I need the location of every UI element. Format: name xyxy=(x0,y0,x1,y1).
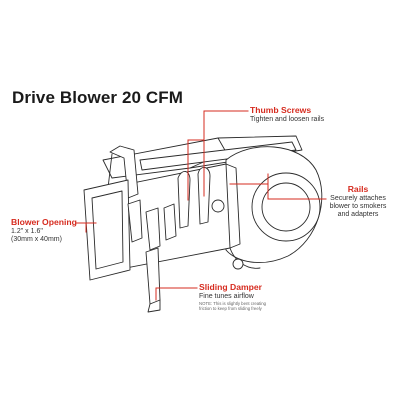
callout-thumb-screws: Thumb Screws Tighten and loosen rails xyxy=(250,105,325,124)
thumb-screws-leader-branch xyxy=(187,139,205,201)
rails-desc-line-2: blower to smokers xyxy=(329,202,387,210)
damper-tab xyxy=(147,299,161,313)
fan-inlet-inner xyxy=(261,182,311,232)
clip-2 xyxy=(145,207,161,251)
rails-desc-line-1: Securely attaches xyxy=(330,194,386,202)
diagram-title: Drive Blower 20 CFM xyxy=(12,88,184,107)
callout-blower-opening: Blower Opening 1.2" x 1.6" (30mm x 40mm) xyxy=(11,217,77,244)
callout-sliding-damper: Sliding Damper Fine tunes airflow NOTE: … xyxy=(199,282,267,312)
blower-opening-desc-line-2: (30mm x 40mm) xyxy=(11,235,62,243)
sliding-damper-leader xyxy=(155,287,198,301)
clip-3 xyxy=(163,203,177,241)
rails-desc-line-3: and adapters xyxy=(337,210,379,218)
rails-leader xyxy=(267,173,327,200)
sliding-damper-note-line-1: NOTE: This is slightly bent creating xyxy=(199,300,267,306)
sliding-damper xyxy=(145,247,161,305)
opening-inner xyxy=(91,190,124,270)
fan-foot xyxy=(232,258,244,270)
thumb-screw-knob xyxy=(211,199,225,213)
callout-rails: Rails Securely attaches blower to smoker… xyxy=(323,184,393,219)
rear-bracket xyxy=(109,145,139,199)
sliding-damper-heading: Sliding Damper xyxy=(199,282,263,292)
body-side xyxy=(225,163,241,249)
thumb-screws-desc: Tighten and loosen rails xyxy=(250,115,325,123)
clip-1 xyxy=(127,199,143,243)
blower-opening-heading: Blower Opening xyxy=(11,217,77,227)
sliding-damper-desc: Fine tunes airflow xyxy=(199,292,254,300)
thumb-screws-leader xyxy=(203,110,249,197)
blower-opening-desc-line-1: 1.2" x 1.6" xyxy=(11,227,43,235)
rails-heading: Rails xyxy=(347,184,369,194)
thumb-screws-heading: Thumb Screws xyxy=(250,105,312,115)
sliding-damper-note-line-2: friction to keep from sliding freely xyxy=(199,306,262,312)
